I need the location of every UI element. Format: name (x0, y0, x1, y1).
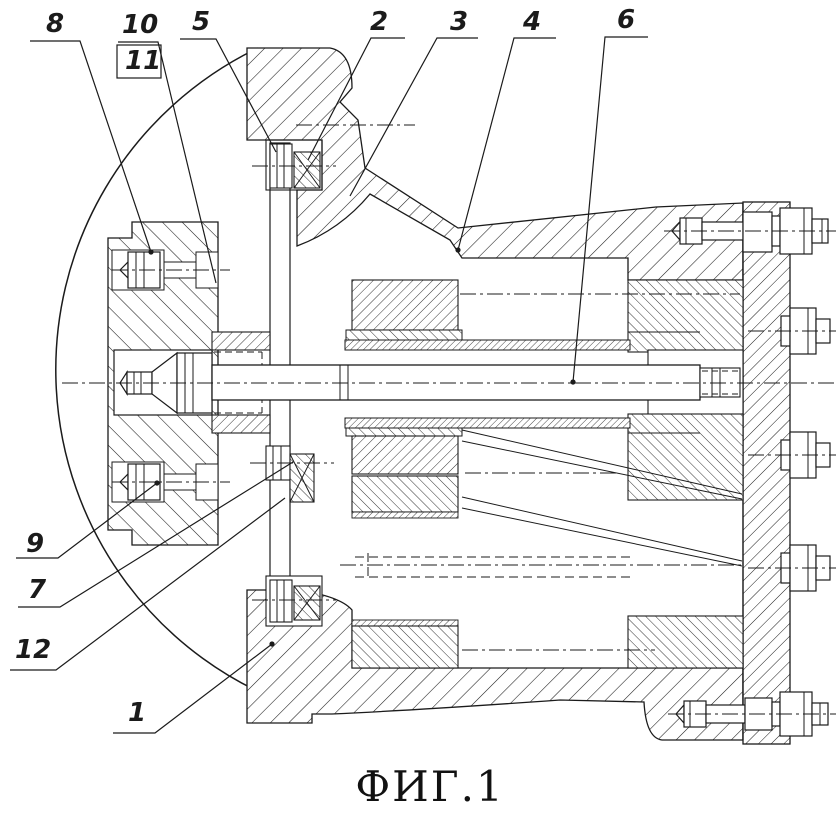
right-bearing-blocks (627, 279, 744, 669)
callout-2: 2 (370, 7, 389, 37)
callout-6: 6 (617, 5, 636, 35)
housing-top-wall (246, 47, 744, 281)
disc-clamp-bolt-bottom (265, 575, 323, 627)
housing-bottom-wall (246, 589, 744, 741)
callout-5: 5 (192, 7, 211, 37)
hidden-lines (355, 553, 630, 581)
left-bearing-blocks (344, 279, 631, 669)
callout-7: 7 (28, 575, 47, 605)
callout-9: 9 (26, 529, 45, 559)
disc-arc (55, 47, 294, 707)
centerlines (62, 124, 836, 715)
disc-clamp-bolt-top (265, 139, 323, 191)
leader-dots (148, 247, 576, 647)
end-cap (742, 201, 791, 745)
callout-4: 4 (523, 7, 542, 37)
callout-8: 8 (46, 9, 65, 39)
callout-10: 10 (122, 10, 159, 40)
callout-1: 1 (128, 698, 147, 728)
rotor-spokes (461, 429, 743, 567)
figure-caption: ФИГ.1 (355, 762, 505, 811)
callout-3: 3 (450, 7, 469, 37)
callout-11: 11 (125, 46, 162, 76)
hub-sleeve (211, 331, 271, 434)
callout-leaders (10, 36, 648, 734)
callout-12: 12 (15, 635, 52, 665)
